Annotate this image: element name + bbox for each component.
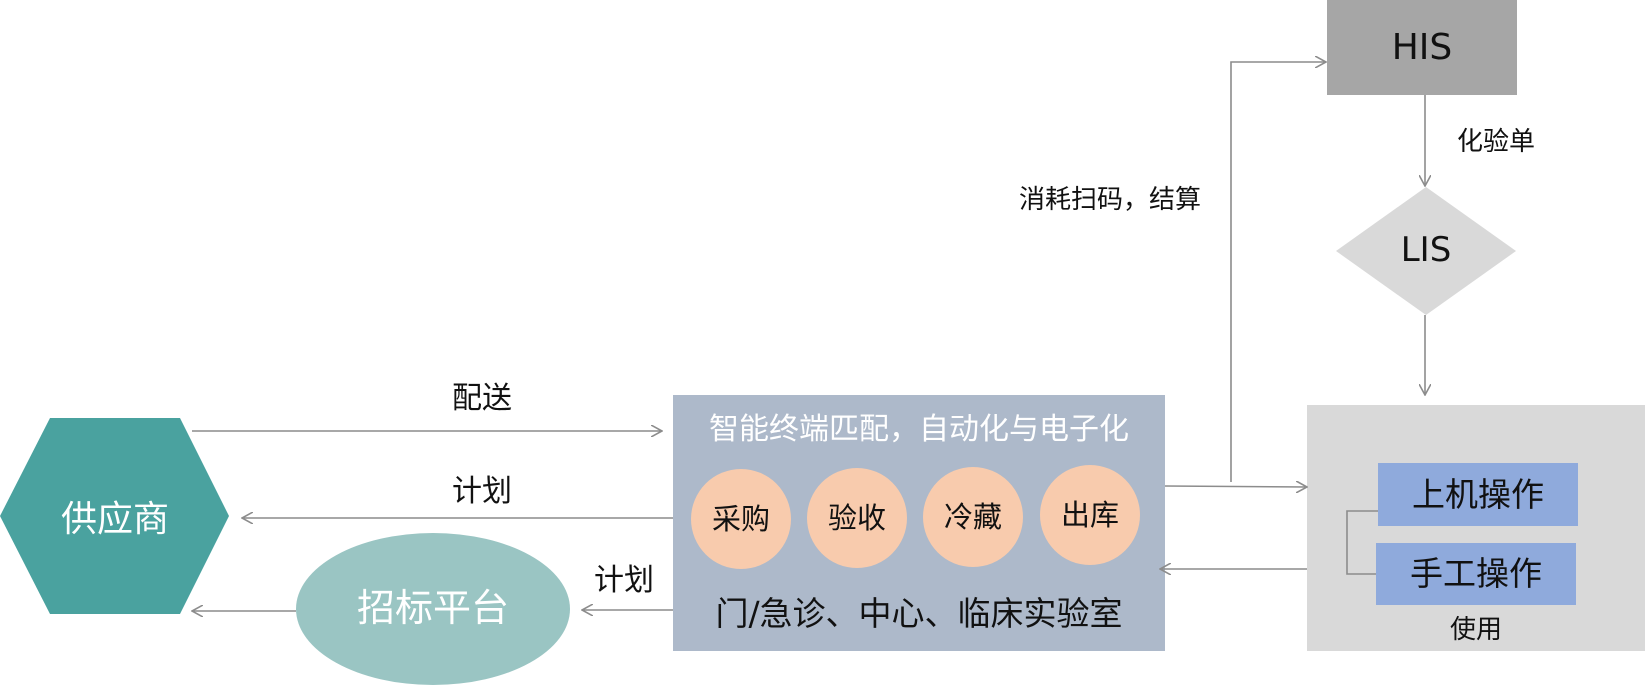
usage-panel — [1307, 405, 1645, 651]
manual-op-box — [1376, 543, 1576, 605]
terminal-title: 智能终端匹配，自动化与电子化 — [709, 412, 1129, 447]
delivery-label: 配送 — [452, 381, 512, 416]
machine-op-label: 上机操作 — [1412, 475, 1544, 514]
circle-dispatch-label: 出库 — [1060, 498, 1119, 532]
plan-supplier-label: 计划 — [452, 474, 512, 509]
circle-cold-storage-label: 冷藏 — [943, 500, 1002, 534]
usage-caption: 使用 — [1449, 615, 1502, 645]
lis-diamond — [1336, 187, 1516, 315]
operations-bracket — [1346, 510, 1378, 575]
circle-purchase — [691, 469, 791, 569]
plan-bidding-label: 计划 — [594, 563, 654, 598]
lis-label: LIS — [1400, 230, 1452, 270]
terminal-footer: 门/急诊、中心、临床实验室 — [715, 594, 1123, 633]
arrow-scan-to-his — [1230, 62, 1326, 482]
circle-dispatch — [1040, 465, 1140, 565]
circle-acceptance-label: 验收 — [827, 501, 886, 535]
manual-op-label: 手工操作 — [1410, 554, 1542, 593]
supplier-label: 供应商 — [60, 499, 169, 540]
lab-order-label: 化验单 — [1456, 127, 1535, 157]
circle-acceptance — [807, 468, 907, 568]
his-box — [1327, 0, 1517, 95]
circle-purchase-label: 采购 — [711, 502, 770, 536]
machine-op-box — [1378, 463, 1578, 526]
scan-label: 消耗扫码，结算 — [1018, 185, 1201, 215]
circle-cold-storage — [923, 467, 1023, 567]
his-label: HIS — [1391, 27, 1453, 68]
bidding-label: 招标平台 — [356, 586, 509, 630]
bidding-ellipse — [296, 533, 570, 685]
arrow-terminal-to-usage — [1164, 486, 1307, 487]
supplier-hexagon — [0, 418, 229, 614]
